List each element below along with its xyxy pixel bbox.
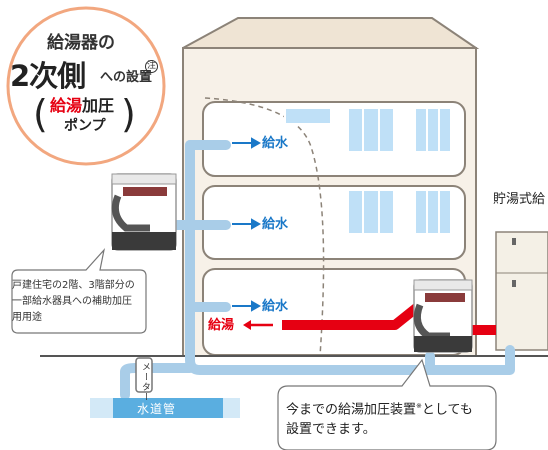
hot-water-label: 給湯 (208, 318, 235, 333)
callout-bottom-text-rest: としても設置できます。 (286, 402, 473, 438)
water-main-label: 水道管 (137, 402, 177, 416)
windows (284, 107, 452, 235)
badge-pump-type-rest: 加圧 (82, 96, 115, 115)
supply-label-floor2: 給水 (262, 217, 289, 232)
pump-left (111, 173, 177, 251)
meter (135, 357, 153, 393)
badge-suffix: への設置 (100, 70, 153, 85)
hot-water-arrow-head (243, 320, 251, 330)
supply-label-floor3: 給水 (262, 136, 289, 151)
water-main-pipe-core (113, 398, 223, 418)
paren-right: ) (121, 92, 136, 136)
hot-water-pipe (282, 301, 424, 330)
title-badge (6, 6, 166, 166)
badge-pump-type: 給湯加圧 (50, 98, 114, 114)
callout-left-bubble (11, 247, 147, 334)
badge-pump-word: ポンプ (64, 118, 106, 134)
badge-line1: 給湯器の (47, 33, 115, 53)
supply-label-floor1: 給水 (262, 299, 289, 314)
storage-heater-label: 貯湯式給 (493, 192, 546, 207)
paren-left: ( (33, 92, 48, 136)
callout-bottom-text-main: 今までの給湯加圧装置 (286, 402, 417, 418)
badge-big-text: 2次側 (10, 59, 86, 93)
badge-pump-type-red: 給湯 (50, 96, 83, 115)
floor-3 (202, 101, 466, 177)
callout-bottom-text: 今までの給湯加圧装置※としても設置できます。 (286, 396, 481, 440)
badge-note-mark: 注 (145, 60, 158, 73)
storage-water-heater (495, 231, 548, 351)
supply-arrows (232, 137, 262, 312)
meter-label: メーター (140, 362, 150, 402)
house (182, 17, 480, 357)
pump-right (413, 279, 473, 353)
callout-left-text: 戸建住宅の2階、3階部分の一部給水器具への補助加圧用用途 (12, 280, 135, 323)
callout-bottom-mark: ※ (416, 402, 422, 410)
